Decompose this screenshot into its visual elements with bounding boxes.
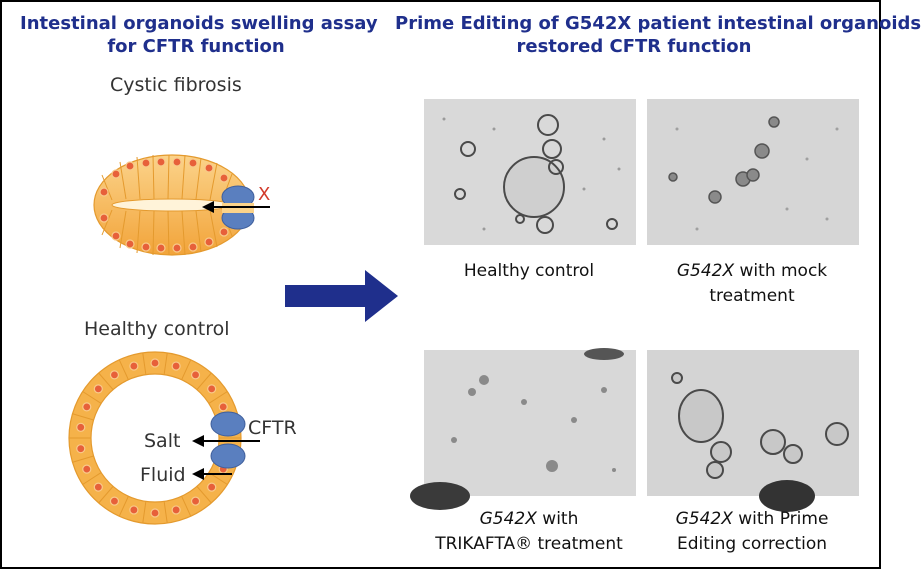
cell-divider [163, 352, 168, 375]
cell-nucleus [171, 505, 181, 515]
cystic-fibrosis-label: Cystic fibrosis [110, 74, 242, 96]
cell-divider [142, 352, 147, 375]
caption-healthy-control: Healthy control [419, 259, 639, 284]
caption-italic: G542X [676, 261, 735, 281]
cell-nucleus [218, 402, 228, 412]
cell-divider [118, 359, 129, 380]
figure-frame [0, 0, 881, 569]
caption-line2: TRIKAFTA® treatment [435, 534, 623, 554]
cell-nucleus [129, 505, 139, 515]
left-title-line2: for CFTR function [107, 36, 285, 57]
cell-divider [98, 486, 114, 504]
cell-divider [72, 455, 94, 463]
caption-italic: G542X [675, 509, 733, 529]
caption-italic: G542X [479, 509, 537, 529]
healthy-organoid: CFTR Salt Fluid [68, 351, 297, 525]
micrograph-g542x-prime-editing [647, 350, 859, 512]
cystic-fibrosis-organoid: X [93, 154, 270, 256]
cell-divider [142, 501, 147, 524]
cell-divider [163, 501, 168, 524]
fluid-label: Fluid [140, 464, 186, 486]
right-title-line2: restored CFTR function [516, 36, 752, 57]
cf-x-mark: X [258, 184, 270, 205]
cell-nucleus [150, 358, 160, 368]
cell-divider [196, 486, 212, 504]
caption-g542x-prime-editing: G542X with Prime Editing correction [642, 507, 862, 557]
cell-divider [72, 413, 94, 421]
cell-divider [196, 372, 212, 390]
cell-nucleus [190, 370, 201, 380]
right-title-line1: Prime Editing of G542X patient intestina… [395, 13, 921, 34]
cell-divider [82, 391, 102, 404]
cell-nucleus [93, 384, 103, 394]
left-title: Intestinal organoids swelling assay for … [20, 12, 378, 58]
caption-text: with mock [734, 261, 828, 281]
caption-g542x-trikafta: G542X with TRIKAFTA® treatment [419, 507, 639, 557]
healthy-control-label: Healthy control [84, 318, 230, 340]
cell-nucleus [190, 496, 201, 506]
cell-nucleus [93, 482, 103, 492]
cell-divider [181, 496, 192, 517]
cell-nucleus [129, 361, 139, 371]
cftr-label: CFTR [248, 417, 297, 439]
right-arrow-icon [285, 270, 398, 322]
cell-divider [208, 391, 228, 404]
cell-nucleus [76, 444, 86, 454]
caption-line2: treatment [709, 286, 795, 306]
cell-divider [98, 372, 114, 390]
micrograph-g542x-mock [647, 99, 859, 245]
left-title-line1: Intestinal organoids swelling assay [20, 13, 378, 34]
cell-nucleus [207, 482, 217, 492]
caption-text: Healthy control [463, 261, 595, 281]
cell-nucleus [82, 402, 92, 412]
micrograph-healthy-control [424, 99, 636, 245]
cell-divider [82, 472, 102, 485]
micrograph-g542x-trikafta [410, 348, 636, 510]
caption-line2: Editing correction [676, 534, 828, 554]
salt-label: Salt [144, 430, 180, 452]
cell-nucleus [109, 496, 120, 506]
cell-nucleus [82, 464, 92, 474]
caption-text: with Prime [732, 509, 829, 529]
cell-divider [118, 496, 129, 517]
cell-nucleus [207, 384, 217, 394]
cell-nucleus [171, 361, 181, 371]
right-title: Prime Editing of G542X patient intestina… [395, 12, 921, 58]
caption-text: with [536, 509, 579, 529]
cell-nucleus [109, 370, 120, 380]
cell-divider [181, 359, 192, 380]
cell-nucleus [76, 422, 86, 432]
caption-g542x-mock: G542X with mock treatment [642, 259, 862, 309]
cell-nucleus [150, 508, 160, 518]
